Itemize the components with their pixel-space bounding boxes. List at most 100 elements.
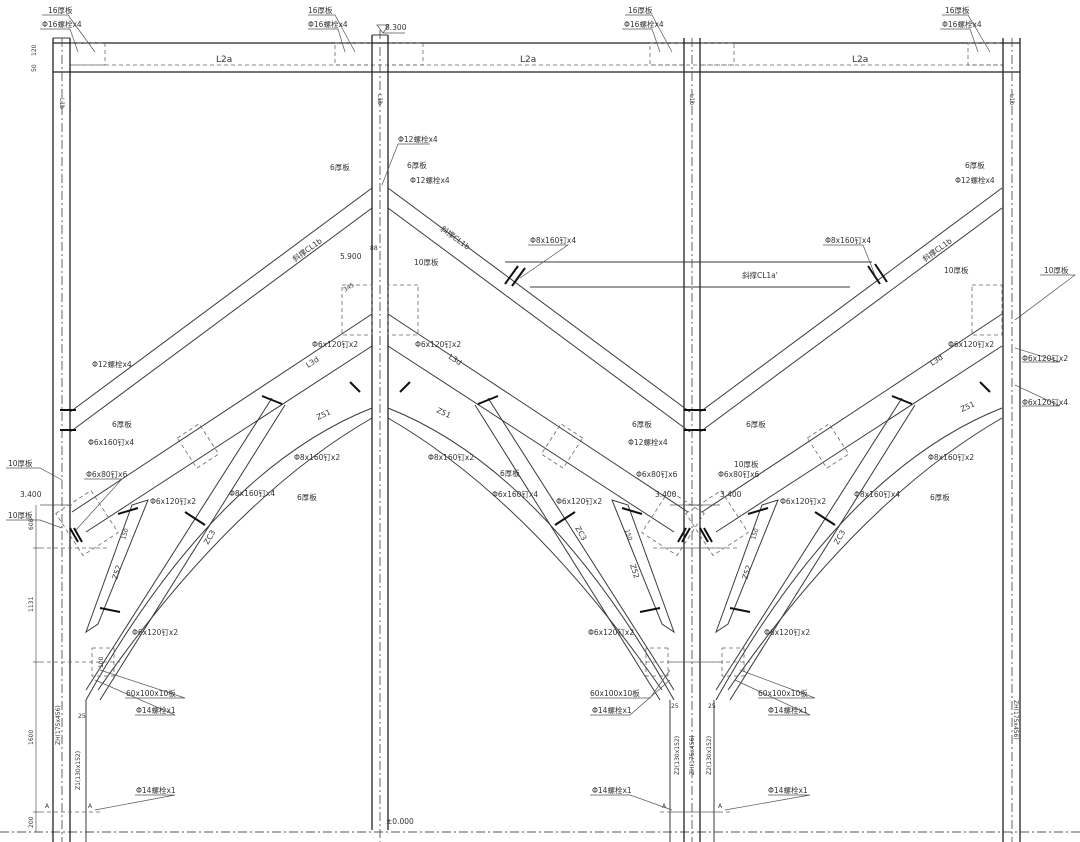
label-nail-8x160x2: Φ8x160钉x2 bbox=[428, 452, 474, 462]
column-3 bbox=[669, 38, 715, 842]
dim-608: 608 bbox=[28, 518, 35, 530]
label-nail-6x160x4: Φ6x160钉x4 bbox=[492, 489, 538, 499]
label-plate10: 10厚板 bbox=[1044, 265, 1069, 275]
dim-25: 25 bbox=[671, 703, 679, 710]
elevation-3400: 3.400 bbox=[720, 490, 742, 499]
label-nail-6x120x4: Φ6x120钉x4 bbox=[1022, 397, 1068, 407]
label-plate6: 6厚板 bbox=[500, 468, 520, 478]
label-column-ZH: ZH(175x456) bbox=[689, 735, 696, 775]
label-brace-CL1a: 斜撑CL1a' bbox=[742, 270, 778, 280]
dim-120: 120 bbox=[31, 44, 38, 56]
label-beam-L2a: L2a bbox=[852, 55, 868, 65]
label-plate-60x100x10: 60x100x10板 bbox=[590, 688, 640, 698]
label-bolt16: Φ16螺栓x4 bbox=[624, 19, 664, 29]
dim-100: 100 bbox=[98, 656, 105, 668]
label-plate10: 10厚板 bbox=[8, 458, 33, 468]
label-ZC3: ZC3 bbox=[573, 525, 588, 543]
label-column-Z2: Z2(130x152) bbox=[674, 736, 681, 775]
label-nail-6x80x6: Φ6x80钉x6 bbox=[86, 469, 128, 479]
label-nail-6x120x2: Φ6x120钉x2 bbox=[312, 339, 358, 349]
vertical-dimension-chain bbox=[33, 505, 40, 832]
label-column-Z1: Z1(130x152) bbox=[75, 751, 82, 790]
elevation-5900: 5.900 bbox=[340, 252, 362, 261]
label-plate6: 6厚板 bbox=[407, 160, 427, 170]
label-column-L1b: L1b bbox=[376, 94, 383, 105]
label-Z52: Z52 bbox=[740, 564, 753, 581]
label-bolt16: Φ16螺栓x4 bbox=[942, 19, 982, 29]
label-plate10: 10厚板 bbox=[414, 257, 439, 267]
label-Z52: Z52 bbox=[628, 563, 641, 580]
elevation-3400: 3.400 bbox=[20, 490, 42, 499]
label-nail-6x160x4: Φ6x160钉x4 bbox=[88, 437, 134, 447]
dim-25: 25 bbox=[708, 703, 716, 710]
label-bolt16: Φ16螺栓x4 bbox=[308, 19, 348, 29]
section-mark-A: A bbox=[88, 803, 93, 810]
label-nail-6x120x2: Φ6x120钉x2 bbox=[764, 627, 810, 637]
dim-150: 150 bbox=[623, 528, 633, 541]
elevation-8300: 8.300 bbox=[385, 23, 407, 32]
brace-CL1a bbox=[504, 261, 888, 288]
label-brace-CL1b: 斜撑CL1b bbox=[290, 235, 324, 263]
label-nail-8x160x2: Φ8x160钉x2 bbox=[928, 452, 974, 462]
label-bolt12: Φ12螺栓x4 bbox=[410, 175, 450, 185]
label-plate6: 6厚板 bbox=[112, 419, 132, 429]
label-nail-6x120x2: Φ6x120钉x2 bbox=[150, 496, 196, 506]
label-nail-6x120x2: Φ6x120钉x2 bbox=[132, 627, 178, 637]
dim-345: 345 bbox=[342, 281, 356, 293]
label-plate6: 6厚板 bbox=[330, 162, 350, 172]
label-Z51: Z51 bbox=[959, 399, 976, 413]
label-Z51: Z51 bbox=[315, 407, 332, 421]
label-Z52: Z52 bbox=[110, 564, 123, 581]
label-nail-8x160x4: Φ8x160钉x4 bbox=[854, 489, 900, 499]
label-L3d: L3d bbox=[928, 353, 945, 368]
label-nail-6x120x2: Φ6x120钉x2 bbox=[1022, 353, 1068, 363]
column-2 bbox=[371, 30, 389, 842]
dim-1600: 1600 bbox=[28, 730, 35, 745]
label-nail-6x120x2: Φ6x120钉x2 bbox=[588, 627, 634, 637]
label-plate10: 10厚板 bbox=[734, 459, 759, 469]
dim-88: 88 bbox=[370, 245, 378, 252]
elevation-0: ±0.000 bbox=[386, 817, 414, 826]
label-plate6: 6厚板 bbox=[297, 492, 317, 502]
column-4 bbox=[1002, 38, 1021, 842]
section-mark-A: A bbox=[718, 803, 723, 810]
elevation-3400: 3.400 bbox=[655, 490, 677, 499]
dim-200: 200 bbox=[28, 816, 35, 828]
label-nail-6x120x2: Φ6x120钉x2 bbox=[415, 339, 461, 349]
label-column-ZH: ZH(175x456) bbox=[1012, 700, 1019, 740]
column-1 bbox=[52, 37, 87, 842]
label-plate6: 6厚板 bbox=[746, 419, 766, 429]
label-beam-L2a: L2a bbox=[520, 55, 536, 65]
label-bolt12: Φ12螺栓x4 bbox=[628, 437, 668, 447]
label-brace-CL1b: 斜撑CL1b bbox=[920, 235, 954, 263]
section-mark-A: A bbox=[662, 803, 667, 810]
dim-50: 50 bbox=[31, 64, 38, 72]
section-mark-A: A bbox=[45, 803, 50, 810]
top-beam-L2a bbox=[53, 42, 1020, 73]
bay-left bbox=[39, 187, 373, 813]
label-nail-6x120x2: Φ6x120钉x2 bbox=[556, 496, 602, 506]
dim-1131: 1131 bbox=[28, 597, 35, 612]
label-bolt14: Φ14螺栓x1 bbox=[768, 785, 808, 795]
label-nail-6x120x2: Φ6x120钉x2 bbox=[780, 496, 826, 506]
label-nail-8x160x2: Φ8x160钉x2 bbox=[294, 452, 340, 462]
label-plate-60x100x10: 60x100x10板 bbox=[758, 688, 808, 698]
label-plate10: 10厚板 bbox=[8, 510, 33, 520]
label-beam-L2a: L2a bbox=[216, 55, 232, 65]
label-brace-CL1b: 斜撑CL1b bbox=[439, 224, 473, 252]
label-bolt14: Φ14螺栓x1 bbox=[136, 705, 176, 715]
label-plate16: 16厚板 bbox=[628, 5, 653, 15]
dim-25: 25 bbox=[78, 713, 86, 720]
label-L3d: L3d bbox=[447, 352, 464, 367]
label-nail-8x160x4: Φ8x160钉x4 bbox=[530, 235, 576, 245]
label-bolt14: Φ14螺栓x1 bbox=[592, 785, 632, 795]
label-bolt12: Φ12螺栓x4 bbox=[92, 359, 132, 369]
label-plate6: 6厚板 bbox=[632, 419, 652, 429]
bay-right bbox=[669, 187, 1003, 813]
label-plate16: 16厚板 bbox=[945, 5, 970, 15]
label-column-Z2: Z2(130x152) bbox=[706, 736, 713, 775]
label-column-ZH: ZH(175x456) bbox=[55, 705, 62, 745]
dim-150: 150 bbox=[750, 527, 760, 540]
